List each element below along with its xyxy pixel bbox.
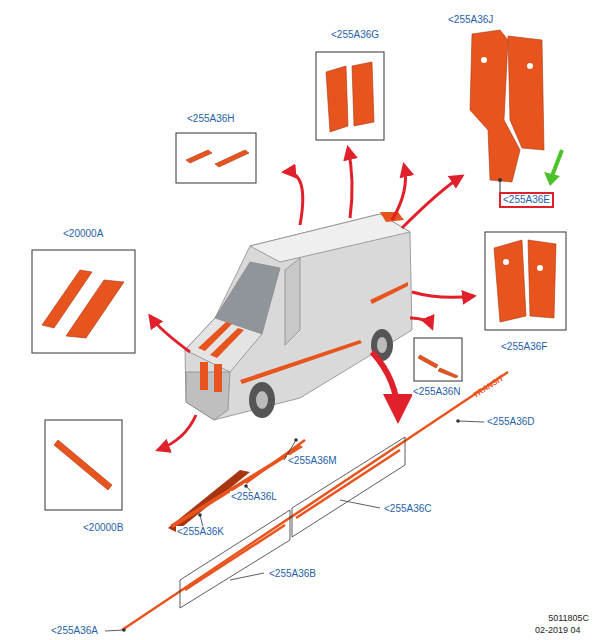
callout-label: <255A36J <box>447 14 494 26</box>
callout-label: <255A36N <box>412 386 462 398</box>
callout-label: <255A36M <box>287 455 338 467</box>
callout-label: <20000B <box>82 522 124 534</box>
callout-label: <20000A <box>62 228 104 240</box>
callout-label: <255A36B <box>268 568 317 580</box>
callout-label: <255A36H <box>186 113 236 125</box>
callout-label: <255A36G <box>330 29 380 41</box>
callout-label: <255A36C <box>383 503 433 515</box>
callout-label: <255A36K <box>176 526 225 538</box>
callout-label: TRANSIT <box>470 372 507 402</box>
drawing-reference: 02-2019 04 <box>534 624 582 636</box>
callout-label: <255A36F <box>500 341 548 353</box>
drawing-reference: 5011805C <box>547 612 590 624</box>
callout-label: <255A36D <box>486 416 536 428</box>
callout-label: <255A36L <box>230 491 278 503</box>
callout-label: <255A36A <box>50 625 99 637</box>
callout-label: <255A36E <box>499 192 554 208</box>
